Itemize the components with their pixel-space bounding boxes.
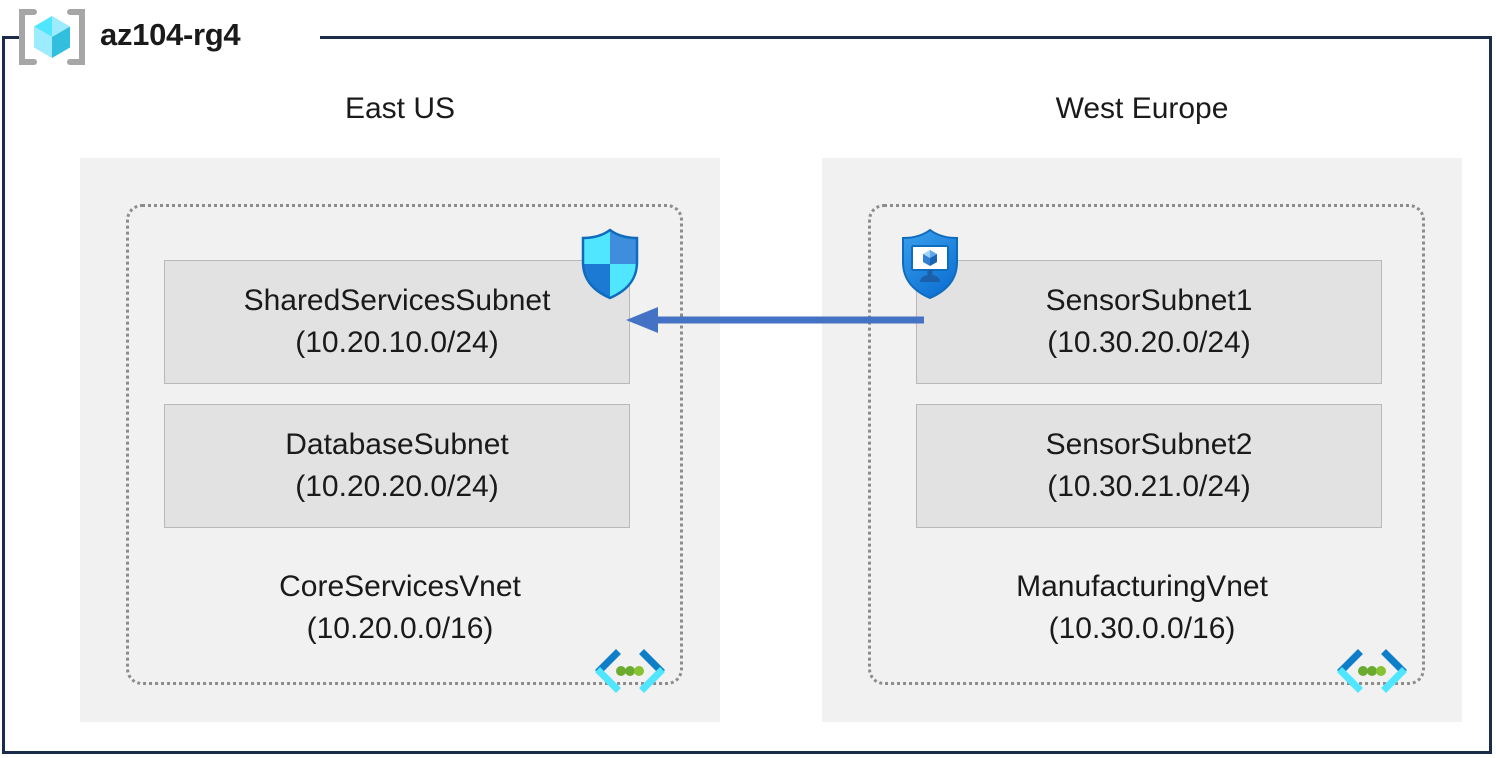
subnet-sharedservicessubnet: SharedServicesSubnet (10.20.10.0/24) (164, 260, 630, 384)
region-label-east-us: East US (344, 92, 456, 125)
subnet-sensorsubnet1: SensorSubnet1 (10.30.20.0/24) (916, 260, 1382, 384)
resource-group-frame-top-left (2, 36, 22, 39)
resource-group-cube-icon (14, 8, 90, 66)
vnet-peering-icon (1336, 648, 1408, 694)
vnet-label-manufacturingvnet: ManufacturingVnet (10.30.0.0/16) (882, 566, 1402, 650)
subnet-databasesubnet: DatabaseSubnet (10.20.20.0/24) (164, 404, 630, 528)
vnet-name: CoreServicesVnet (279, 570, 521, 603)
vnet-peering-icon (594, 648, 666, 694)
vnet-box-coreservicesvnet (126, 204, 683, 685)
region-label-west-europe: West Europe (1055, 92, 1229, 125)
subnet-name: DatabaseSubnet (285, 428, 509, 461)
resource-group-frame (2, 36, 1492, 754)
network-security-group-shield-icon (578, 228, 642, 300)
subnet-name: SensorSubnet1 (1045, 284, 1253, 317)
resource-group-title: az104-rg4 (100, 17, 241, 52)
subnet-sensorsubnet2: SensorSubnet2 (10.30.21.0/24) (916, 404, 1382, 528)
vnet-box-manufacturingvnet (868, 204, 1425, 685)
subnet-address-space: (10.30.20.0/24) (1047, 326, 1251, 359)
subnet-name: SensorSubnet2 (1045, 428, 1253, 461)
vnet-label-coreservicesvnet: CoreServicesVnet (10.20.0.0/16) (140, 566, 660, 650)
vnet-name: ManufacturingVnet (1016, 570, 1268, 603)
subnet-address-space: (10.20.10.0/24) (295, 326, 499, 359)
subnet-address-space: (10.30.21.0/24) (1047, 470, 1251, 503)
vnet-peering-connection-arrow (624, 304, 924, 336)
vnet-address-space: (10.20.0.0/16) (306, 612, 494, 645)
resource-group-frame-top-right (320, 36, 1492, 39)
azure-bastion-shield-icon (898, 228, 962, 300)
vnet-address-space: (10.30.0.0/16) (1048, 612, 1236, 645)
subnet-name: SharedServicesSubnet (243, 284, 551, 317)
subnet-address-space: (10.20.20.0/24) (295, 470, 499, 503)
